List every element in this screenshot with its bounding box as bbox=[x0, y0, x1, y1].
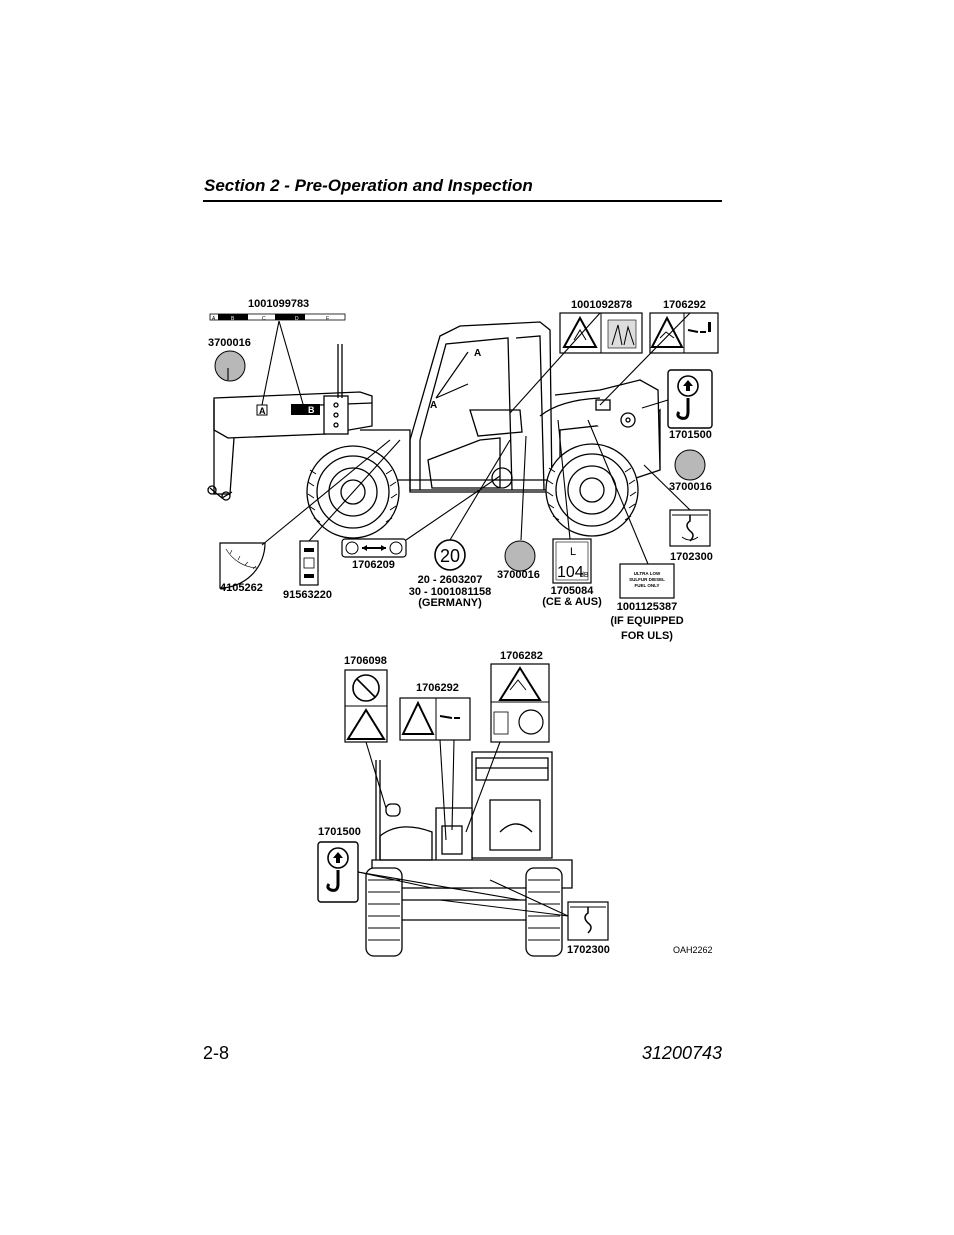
document-number: 31200743 bbox=[641, 1043, 722, 1063]
label-3700016-boom: 3700016 bbox=[208, 337, 251, 349]
decal-1706292-front bbox=[399, 697, 471, 741]
reflector-3700016-rear bbox=[674, 449, 706, 481]
stripe-letter-c: C bbox=[262, 316, 266, 322]
page-number: 2-8 bbox=[203, 1043, 230, 1063]
label-1706282: 1706282 bbox=[500, 650, 543, 662]
label-4105262: 4105262 bbox=[220, 582, 263, 594]
noise-unit: dB bbox=[580, 572, 589, 579]
label-1001092878: 1001092878 bbox=[571, 299, 633, 311]
boom-decal-a-letter: A bbox=[259, 406, 266, 416]
capacity-number: 20 bbox=[440, 546, 460, 566]
callout-a-lower: A bbox=[430, 400, 437, 411]
leader-lines-side bbox=[227, 312, 691, 565]
decal-1001099783-stripe bbox=[209, 313, 346, 321]
decal-1702300-front bbox=[567, 901, 609, 941]
reflector-3700016-boom bbox=[214, 350, 246, 382]
label-91563220: 91563220 bbox=[283, 589, 332, 601]
decal-1001125387-uls bbox=[619, 563, 675, 599]
decal-1706209 bbox=[341, 538, 407, 558]
callout-a-upper: A bbox=[474, 348, 481, 359]
figure-code: OAH2262 bbox=[673, 945, 713, 955]
label-capacity-germany: (GERMANY) bbox=[418, 597, 482, 609]
label-1706292-front: 1706292 bbox=[416, 682, 459, 694]
boom-decal-b-letter: B bbox=[308, 405, 315, 415]
decal-4105262-angle-indicator bbox=[219, 542, 266, 589]
label-1705084: 1705084 bbox=[550, 585, 594, 597]
label-1001125387: 1001125387 bbox=[616, 601, 678, 613]
label-1701500-side: 1701500 bbox=[669, 429, 712, 441]
decal-1702300-side bbox=[669, 509, 711, 547]
decal-1701500-side bbox=[667, 369, 713, 429]
decal-91563220 bbox=[299, 540, 319, 586]
label-1706209: 1706209 bbox=[352, 559, 395, 571]
label-1001099783: 1001099783 bbox=[248, 298, 310, 310]
label-1701500-front: 1701500 bbox=[318, 826, 361, 838]
label-3700016-bottom: 3700016 bbox=[497, 569, 540, 581]
label-1705084-region: (CE & AUS) bbox=[542, 596, 602, 608]
label-capacity-30: 30 - 1001081158 bbox=[408, 586, 492, 598]
label-1001125387-equipped: (IF EQUIPPED bbox=[610, 615, 684, 627]
decal-1001092878 bbox=[559, 312, 643, 354]
label-1706292-side: 1706292 bbox=[663, 299, 706, 311]
label-capacity-20: 20 - 2603207 bbox=[417, 574, 483, 586]
section-title: Section 2 - Pre-Operation and Inspection bbox=[204, 176, 533, 195]
stripe-letter-d: D bbox=[295, 316, 299, 322]
reflector-3700016-bottom bbox=[504, 540, 536, 572]
uls-line-3: FUEL ONLY bbox=[634, 583, 659, 588]
noise-symbol: L bbox=[570, 546, 576, 558]
boom-decal-b bbox=[291, 404, 320, 415]
stripe-letter-a: A bbox=[212, 316, 216, 322]
front-tire-tread bbox=[368, 879, 560, 941]
telehandler-side-view bbox=[207, 321, 661, 539]
noise-value: 104 bbox=[557, 564, 584, 581]
decal-1706282 bbox=[490, 663, 550, 743]
label-3700016-rear: 3700016 bbox=[669, 481, 712, 493]
uls-line-2: SULFUR DIESEL bbox=[629, 577, 665, 582]
decal-1701500-front bbox=[317, 841, 359, 903]
leader-lines-front bbox=[357, 739, 569, 917]
stripe-letter-e: E bbox=[326, 316, 330, 322]
label-1706098: 1706098 bbox=[344, 655, 387, 667]
uls-line-1: ULTRA LOW bbox=[634, 571, 661, 576]
label-1702300-side: 1702300 bbox=[670, 551, 713, 563]
decal-1705084-noise bbox=[552, 538, 592, 584]
telehandler-front-view bbox=[365, 751, 573, 957]
stripe-letter-b: B bbox=[231, 316, 235, 322]
label-1702300-front: 1702300 bbox=[567, 944, 610, 956]
window-callout-arrows bbox=[435, 351, 469, 399]
label-1001125387-uls: FOR ULS) bbox=[621, 630, 673, 642]
header-rule bbox=[203, 200, 722, 202]
tire-tread bbox=[307, 467, 637, 523]
decal-1706098 bbox=[344, 669, 388, 743]
